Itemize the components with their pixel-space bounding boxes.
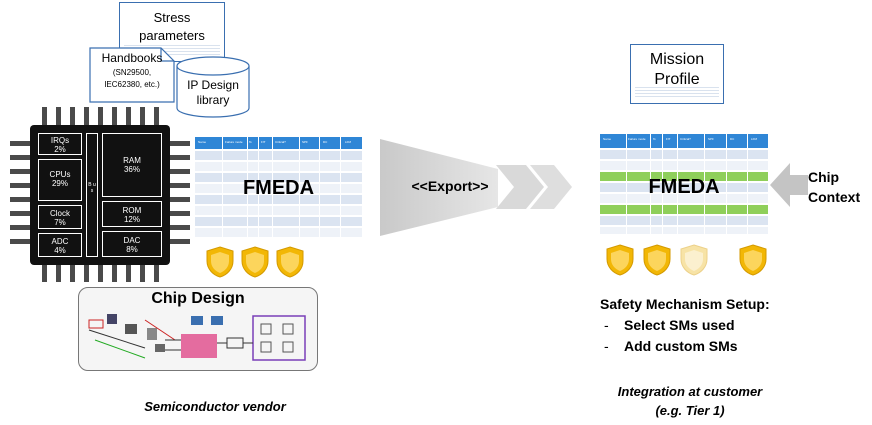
ip-library-label-1: IP Design [187, 78, 239, 92]
chip-ram-pct: 36% [123, 165, 140, 174]
chip-irqs-name: IRQs [50, 136, 70, 145]
handbooks-line-2: (SN29500, [112, 68, 152, 77]
chip-bus: B u s [86, 133, 98, 257]
customer-col-failure-mode: Failure mode [628, 137, 646, 141]
mission-profile-label-2: Profile [654, 71, 700, 88]
highlight-row [600, 172, 768, 181]
chip-design-panel: Chip Design [78, 287, 318, 371]
chip-design-title: Chip Design [151, 290, 245, 307]
vendor-caption: Semiconductor vendor [144, 399, 286, 414]
chip-irqs-pct: 2% [54, 145, 66, 154]
chip-rom-pct: 12% [123, 215, 140, 224]
customer-fmeda-title: FMEDA [648, 176, 720, 198]
customer-caption-2: (e.g. Tier 1) [655, 403, 725, 418]
vendor-fmeda-header: Name Failure mode % FIT Critical? SPF DC… [195, 137, 362, 149]
customer-caption-1: Integration at customer [617, 384, 763, 399]
vendor-fmeda-table: Name Failure mode % FIT Critical? SPF DC… [195, 137, 362, 237]
customer-col-fit: FIT [666, 137, 671, 141]
shield-icon [241, 246, 269, 278]
vendor-col-name: Name [198, 140, 207, 144]
customer-col-dc: DC [730, 137, 735, 141]
chip-adc-pct: 4% [54, 246, 66, 255]
stress-parameters-label-2: parameters [139, 28, 205, 43]
shield-icon [739, 244, 767, 276]
shield-icon [206, 246, 234, 278]
ip-library-label-2: library [196, 93, 230, 107]
vendor-col-fit: FIT [261, 140, 266, 144]
safety-item-1: -Select SMs used [604, 317, 735, 333]
chip-cpus-pct: 29% [51, 179, 68, 188]
mission-profile-label-1: Mission [649, 51, 705, 68]
chip-dac-name: DAC [123, 236, 141, 245]
ip-library-cylinder [176, 56, 250, 118]
shield-icon [606, 244, 634, 276]
customer-col-name: Name [603, 137, 612, 141]
handbooks-doc [89, 47, 175, 103]
chip-rom-name: ROM [122, 206, 142, 215]
vendor-col-spf: SPF [302, 140, 308, 144]
chip-clock-pct: 7% [54, 218, 66, 227]
vendor-col-pct: % [249, 140, 252, 144]
vendor-col-failure-mode: Failure mode [225, 140, 243, 144]
chip-ram-name: RAM [123, 156, 141, 165]
chip-cpus-name: CPUs [49, 170, 71, 179]
customer-col-lfm: LFM [751, 137, 757, 141]
safety-item-2-label: Add custom SMs [624, 338, 738, 354]
safety-item-1-bullet: - [604, 317, 609, 333]
highlight-row [600, 205, 768, 214]
vendor-fmeda-title: FMEDA [242, 177, 315, 199]
shield-icon [643, 244, 671, 276]
chip-design-schematic [88, 314, 306, 361]
customer-col-critical: Critical? [680, 137, 691, 141]
mission-profile-doc: Mission Profile [630, 44, 724, 104]
handbooks-title: Handbooks [101, 51, 163, 65]
safety-item-1-label: Select SMs used [624, 317, 735, 333]
faded-shield-icon [680, 244, 708, 276]
stress-parameters-label-1: Stress [153, 10, 191, 25]
chip-context-label-1: Chip [808, 169, 840, 185]
chip-bus-label: B u s [88, 182, 96, 194]
safety-setup-title: Safety Mechanism Setup: [600, 296, 770, 312]
chip-dac-pct: 8% [126, 245, 138, 254]
chip-clock-name: Clock [49, 209, 70, 218]
handbooks-line-3: IEC62380, etc.) [104, 80, 160, 89]
vendor-col-dc: DC [323, 140, 328, 144]
vendor-col-lfm: LFM [345, 140, 351, 144]
shield-icon [276, 246, 304, 278]
safety-item-2-bullet: - [604, 338, 609, 354]
vendor-col-critical: Critical? [275, 140, 286, 144]
export-label: <<Export>> [411, 178, 489, 194]
export-arrow [380, 139, 572, 236]
customer-fmeda-table: Name Failure mode % FIT Critical? SPF DC… [600, 134, 768, 234]
chip-adc-name: ADC [51, 237, 69, 246]
chip-context-arrow [770, 163, 808, 207]
chip-context-label-2: Context [808, 189, 861, 205]
customer-col-pct: % [653, 137, 656, 141]
safety-item-2: -Add custom SMs [604, 338, 738, 354]
customer-col-spf: SPF [708, 137, 714, 141]
